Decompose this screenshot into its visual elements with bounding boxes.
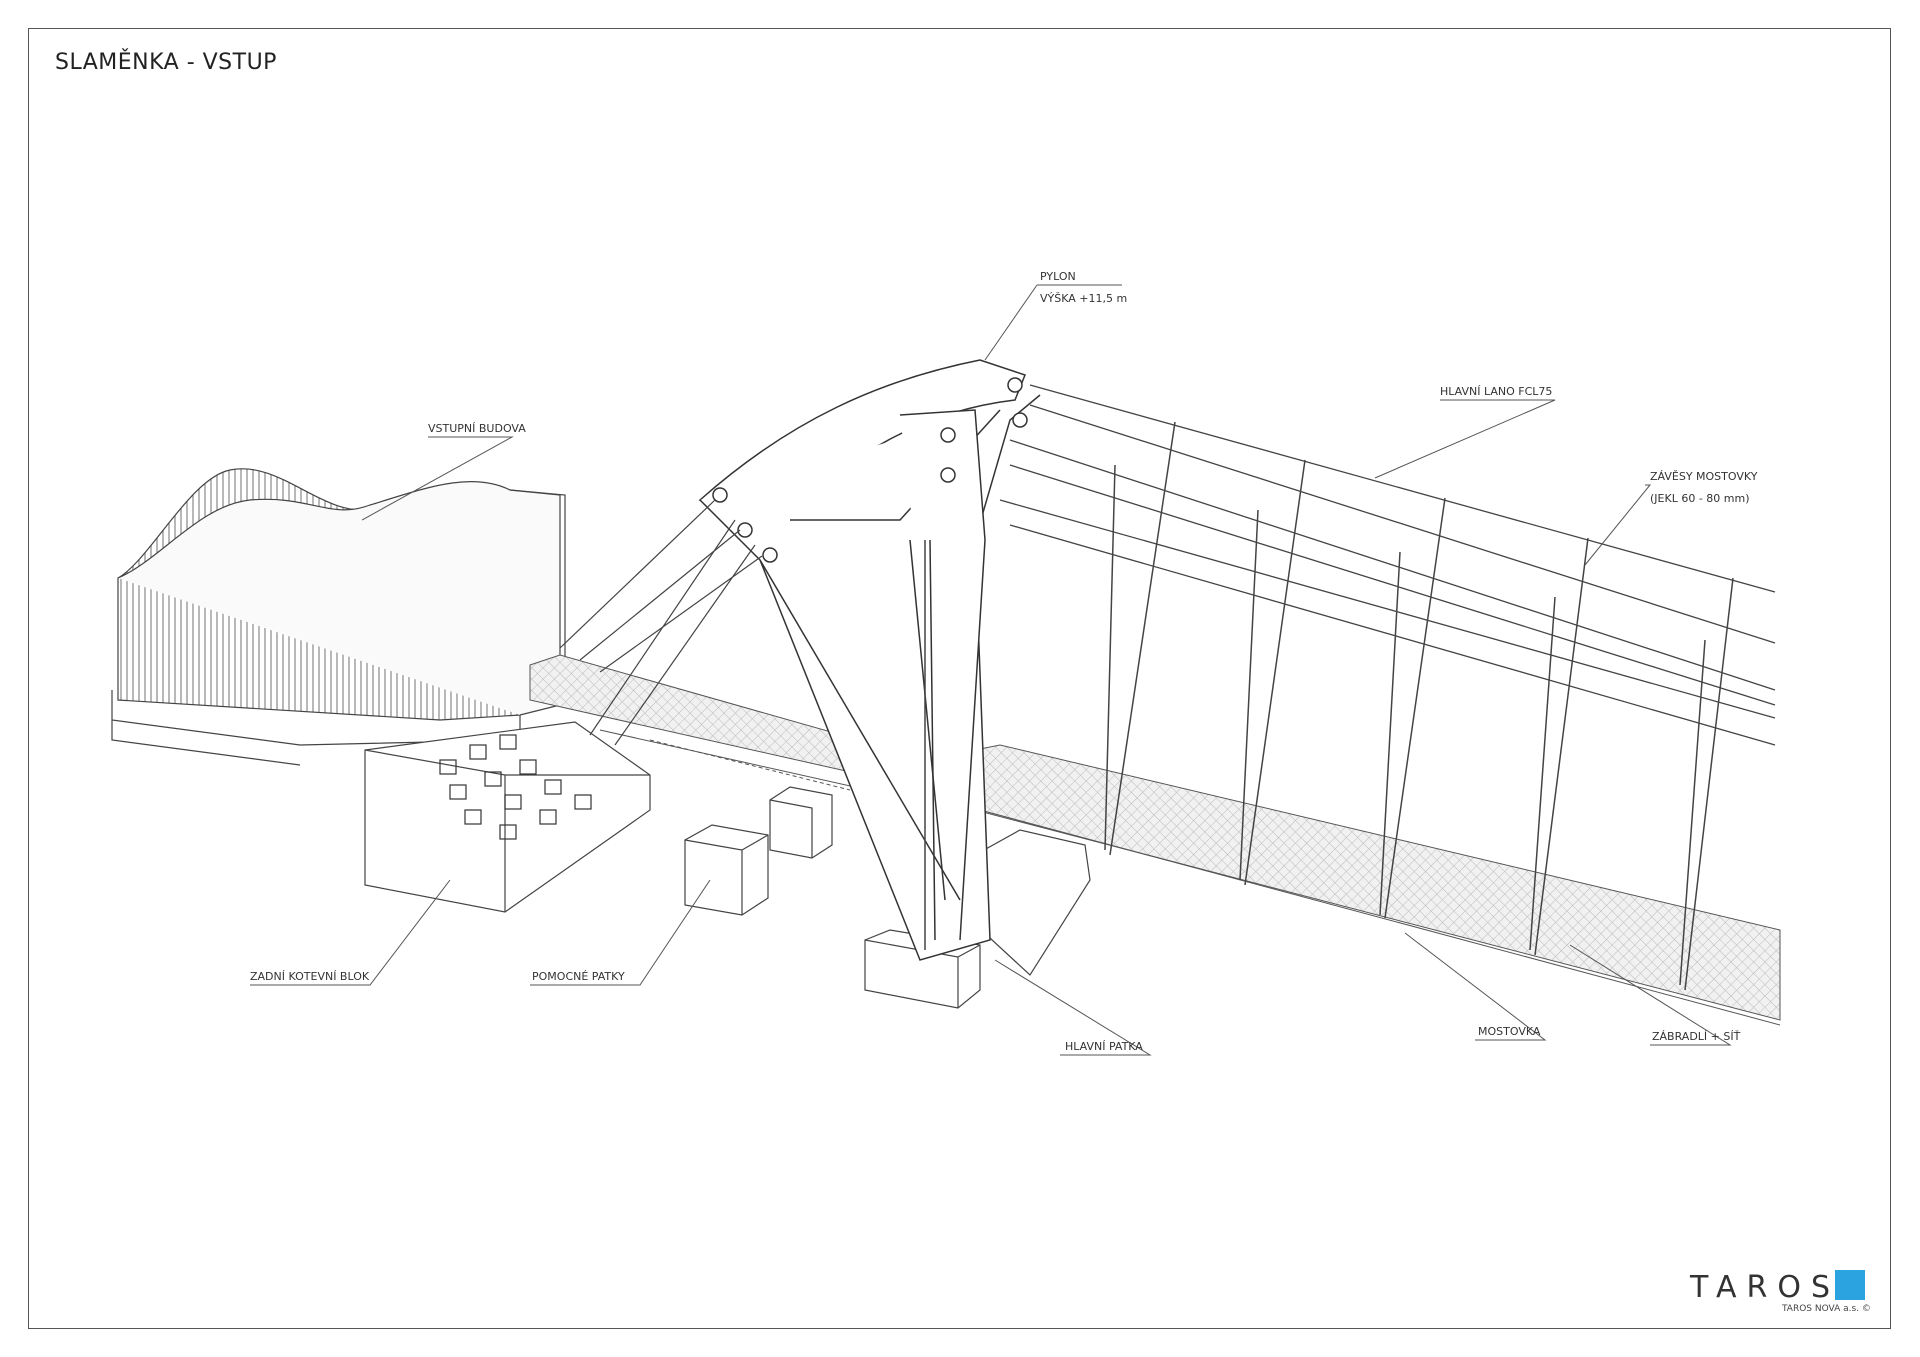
pylon — [698, 359, 1041, 961]
back-stays — [559, 499, 763, 746]
label-auxiliary-footings: POMOCNÉ PATKY — [532, 970, 625, 983]
label-pylon: PYLON — [1040, 270, 1076, 283]
auxiliary-footings — [684, 786, 833, 916]
rear-anchor-block — [364, 721, 651, 913]
leader-lines — [250, 284, 1732, 1056]
label-entrance-building: VSTUPNÍ BUDOVA — [428, 422, 526, 435]
label-deck-hangers: ZÁVĚSY MOSTOVKY — [1650, 470, 1758, 483]
entrance-building — [111, 468, 566, 766]
label-deck: MOSTOVKA — [1478, 1025, 1541, 1038]
main-cables — [999, 384, 1776, 746]
logo-subtitle: TAROS NOVA a.s. © — [1782, 1304, 1871, 1314]
drawing-title: SLAMĚNKA - VSTUP — [55, 50, 277, 75]
label-main-footing: HLAVNÍ PATKA — [1065, 1040, 1143, 1053]
taros-logo: TAROS — [1690, 1270, 1841, 1305]
label-rear-anchor-block: ZADNÍ KOTEVNÍ BLOK — [250, 970, 370, 983]
label-deck-hangers-size: (JEKL 60 - 80 mm) — [1650, 492, 1750, 505]
bridge-deck — [974, 744, 1781, 1026]
deck-hangers — [1104, 421, 1734, 991]
label-railing: ZÁBRADLÍ + SÍŤ — [1652, 1030, 1741, 1043]
logo-square-icon — [1835, 1270, 1865, 1300]
drawing-frame — [28, 28, 1891, 1329]
label-main-cable: HLAVNÍ LANO FCL75 — [1440, 385, 1553, 398]
label-pylon-height: VÝŠKA +11,5 m — [1040, 292, 1128, 305]
